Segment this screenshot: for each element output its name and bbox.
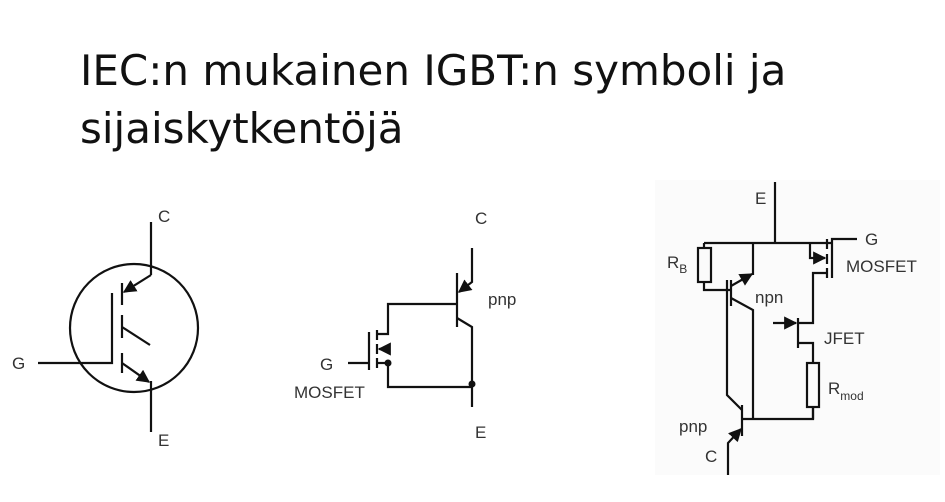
iec-igbt-symbol: C G E xyxy=(12,207,200,450)
label-g: G xyxy=(320,355,333,374)
label-pnp: pnp xyxy=(488,290,516,309)
label-mosfet: MOSFET xyxy=(846,257,917,276)
rb-wires xyxy=(702,243,732,292)
label-rb: RB xyxy=(667,253,687,276)
base-wire xyxy=(377,302,457,336)
label-e: E xyxy=(158,431,169,450)
pnp-emitter xyxy=(456,317,474,407)
label-npn: npn xyxy=(755,288,783,307)
npn-collector xyxy=(730,297,755,419)
long-wire xyxy=(725,280,743,411)
label-g: G xyxy=(12,354,25,373)
npn-emitter xyxy=(730,273,754,287)
label-mosfet: MOSFET xyxy=(294,383,365,402)
pnp-collector xyxy=(457,248,474,293)
drain-wire xyxy=(798,271,827,325)
source-wire xyxy=(386,363,472,389)
full-equivalent-circuit: E G MOSFET RB npn JFET Rmod pnp C xyxy=(655,180,940,475)
mosfet-gate xyxy=(348,332,371,370)
junction-dot xyxy=(384,359,392,367)
pnp-emitter xyxy=(726,428,742,475)
label-rmod: Rmod xyxy=(828,379,864,403)
title-line-2: sijaiskytkentöjä xyxy=(80,104,404,153)
jfet-source xyxy=(798,341,815,363)
middle-branch xyxy=(121,326,151,346)
label-c: C xyxy=(475,209,487,228)
collector-arrow xyxy=(122,274,152,293)
label-c: C xyxy=(705,447,717,466)
label-g: G xyxy=(865,230,878,249)
mosfet-pnp-equivalent: C pnp G MOSFET E xyxy=(294,209,516,442)
mosfet-gate xyxy=(830,237,857,278)
title-line-1: IEC:n mukainen IGBT:n symboli ja xyxy=(80,46,787,95)
label-c: C xyxy=(158,207,170,226)
gate-lead xyxy=(38,293,114,365)
label-e: E xyxy=(475,423,486,442)
label-pnp: pnp xyxy=(679,417,707,436)
slide-title: IEC:n mukainen IGBT:n symboli ja sijaisk… xyxy=(80,42,786,158)
label-e: E xyxy=(755,189,766,208)
emitter-arrow xyxy=(121,362,151,383)
label-jfet: JFET xyxy=(824,329,865,348)
mosfet-arrow xyxy=(808,243,827,265)
junction-dot xyxy=(468,380,476,388)
symbol-circle xyxy=(68,262,200,394)
